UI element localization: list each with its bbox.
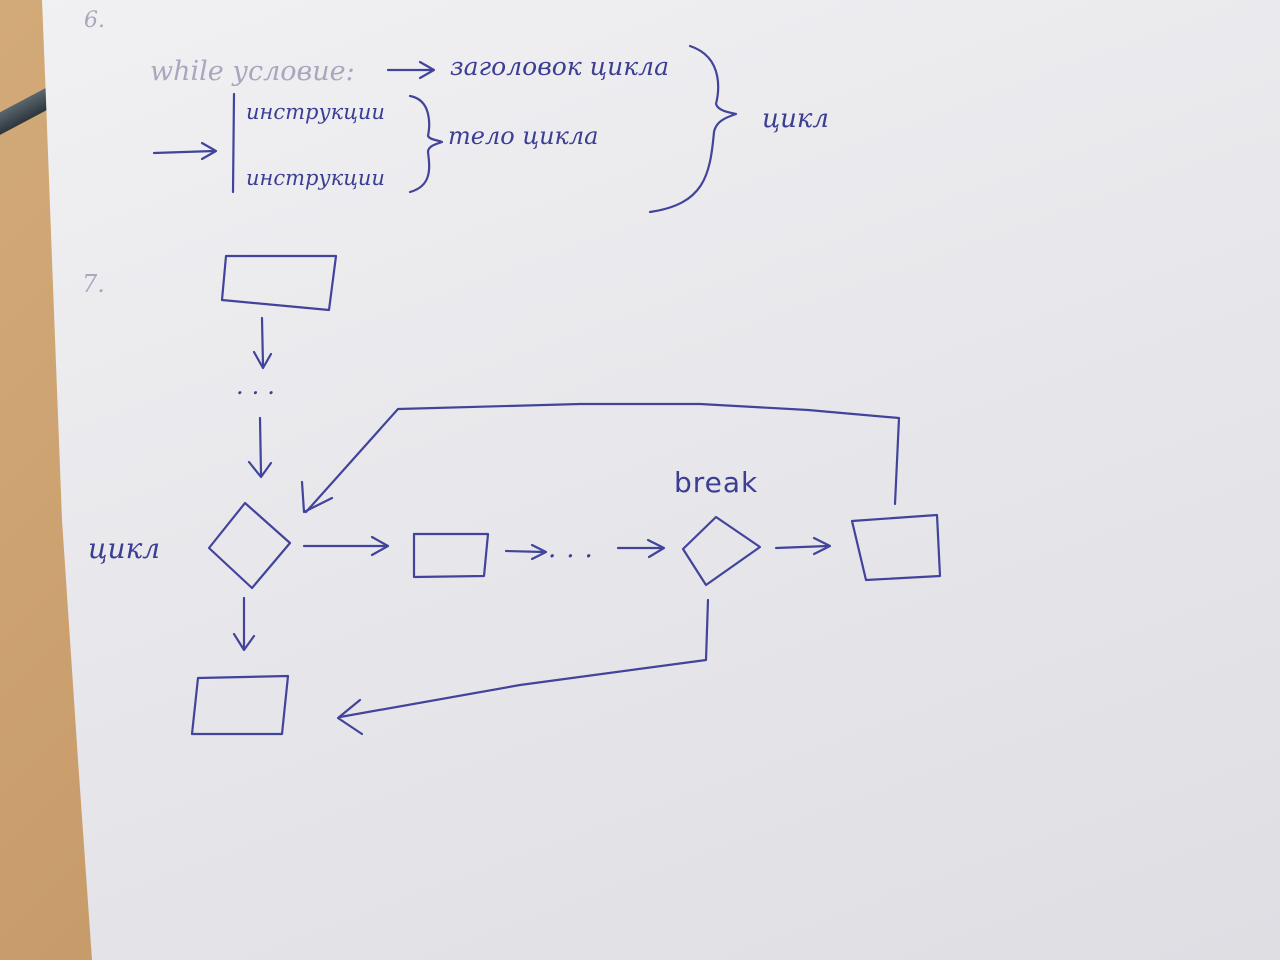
loop-back-arrow: [300, 402, 901, 514]
start-process-box: [220, 254, 338, 312]
arrow-to-continue-box: [774, 536, 832, 556]
arrow-to-body-box: [302, 535, 390, 557]
loop-condition-diamond: [207, 501, 292, 590]
body-caption: тело цикла: [448, 122, 599, 150]
arrow-to-ellipsis: [504, 543, 548, 561]
body-process-box: [412, 532, 490, 579]
break-label: break: [674, 466, 759, 499]
header-caption: заголовок цикла: [450, 52, 669, 81]
section-2-number: 7.: [82, 270, 105, 298]
body-brace: [408, 94, 444, 194]
arrow-condition-exit: [232, 596, 256, 652]
loop-label: цикл: [88, 532, 161, 565]
break-exit-arrow: [336, 598, 710, 736]
instruction-1: инструкции: [246, 100, 385, 124]
continue-process-box: [850, 513, 942, 582]
loop-caption: цикл: [762, 104, 829, 134]
arrow-to-break-condition: [616, 538, 666, 559]
header-arrow: [386, 60, 436, 80]
loop-brace: [648, 44, 738, 214]
arrow-start-down: [252, 316, 273, 370]
instruction-2: инструкции: [246, 166, 385, 190]
section-1-number: 6.: [84, 8, 105, 33]
arrow-ellipsis-down: [247, 416, 273, 479]
break-condition-diamond: [681, 515, 762, 587]
horizontal-ellipsis: ...: [548, 534, 603, 564]
vertical-ellipsis: ...: [236, 372, 283, 400]
indent-line: [231, 92, 236, 194]
exit-process-box: [190, 674, 290, 736]
while-header-code: while условие:: [150, 56, 355, 87]
body-pointer-arrow: [152, 141, 218, 161]
